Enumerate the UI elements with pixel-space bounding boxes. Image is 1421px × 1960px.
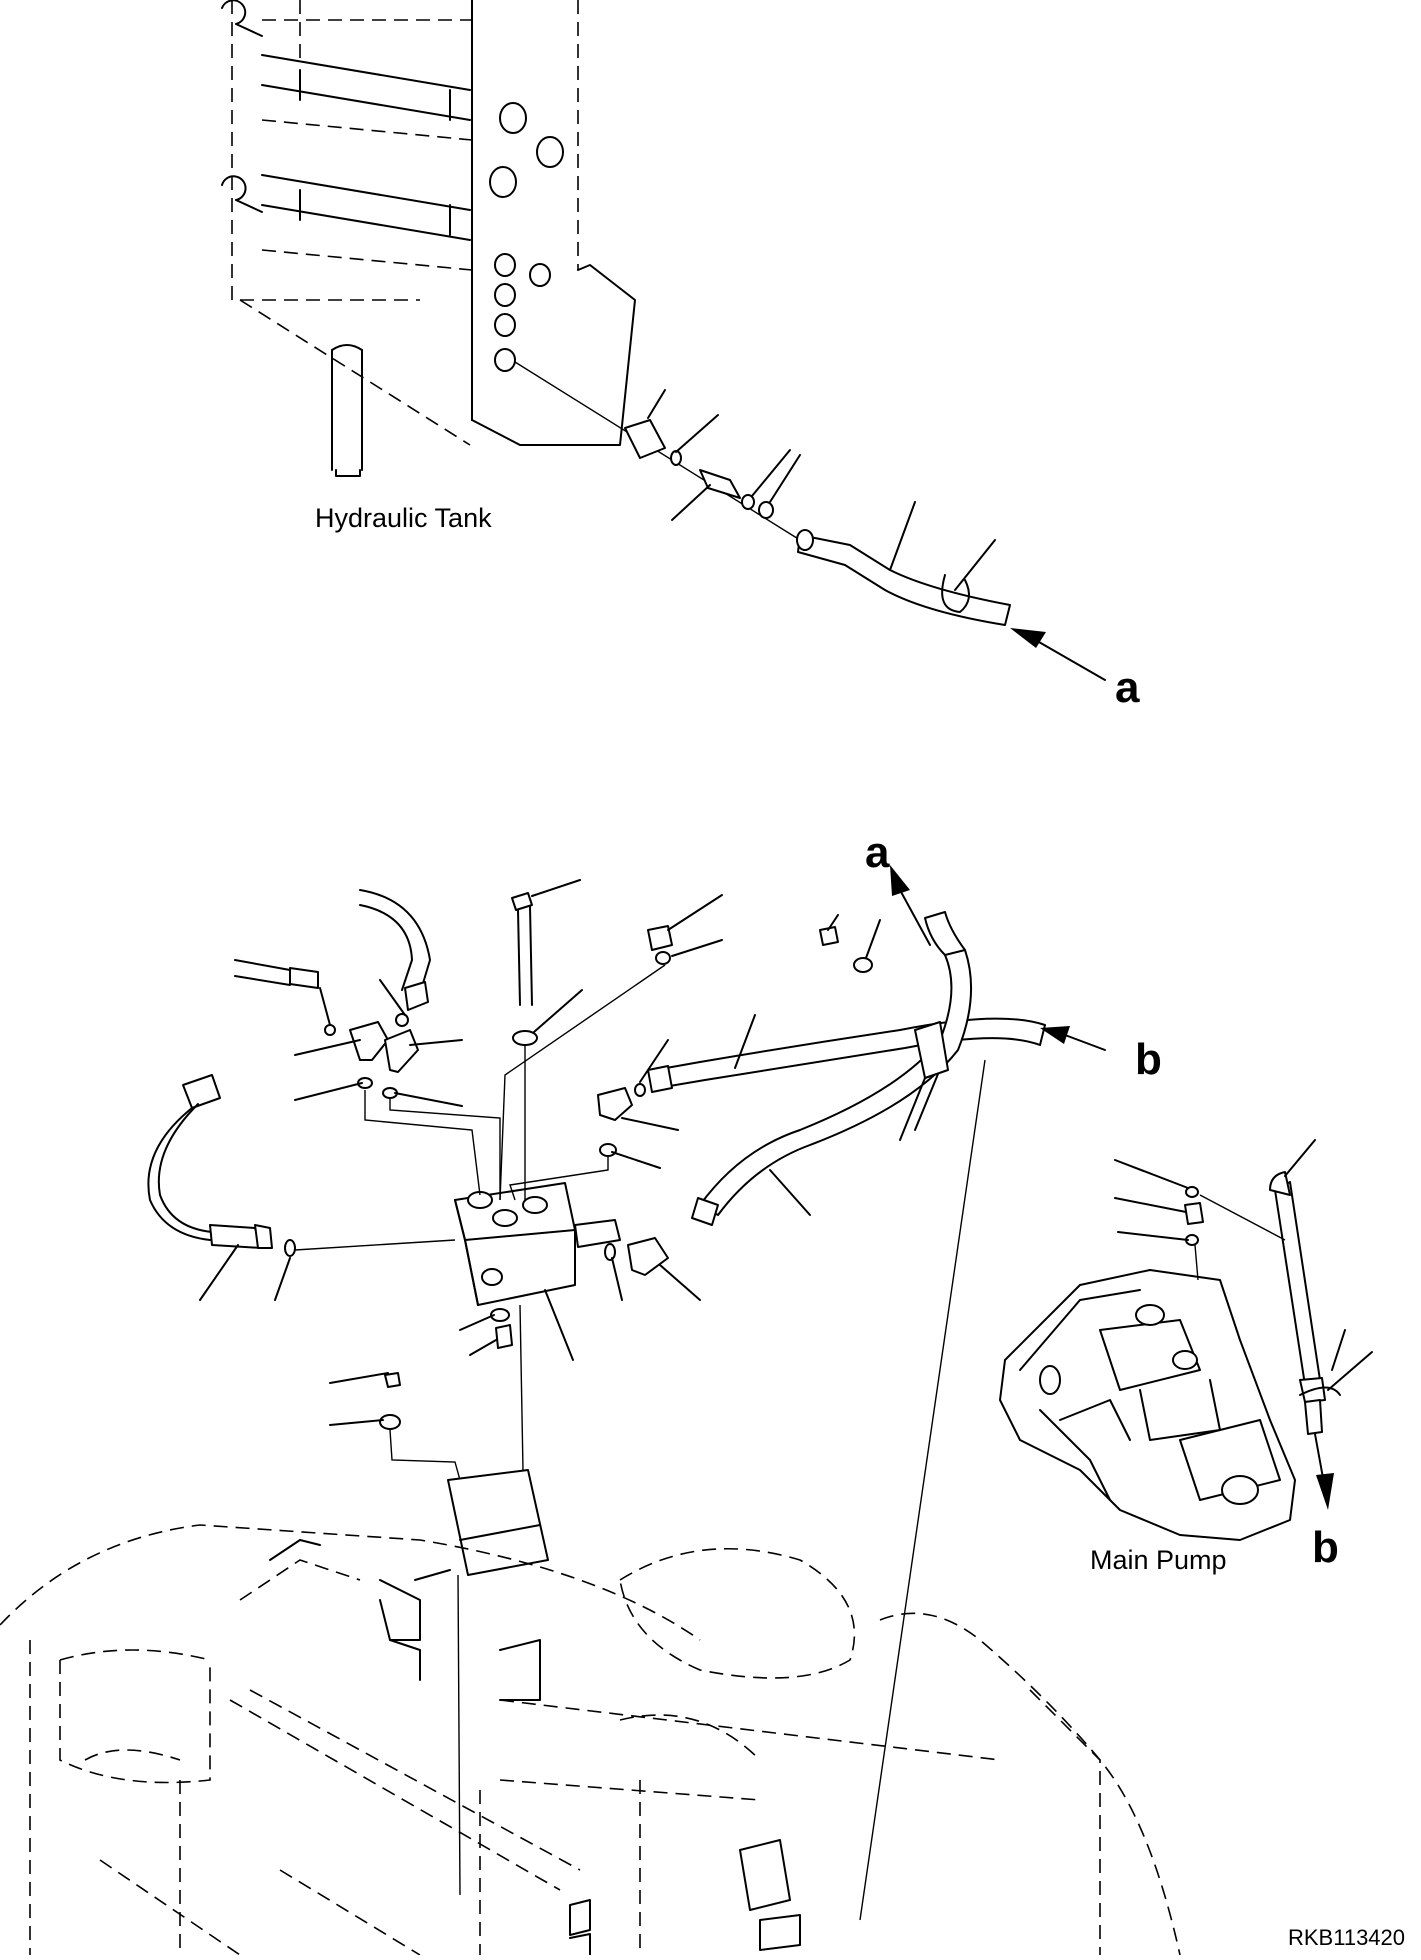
revolving-frame <box>0 1524 1181 1956</box>
reference-b-pump: b <box>1312 1523 1339 1572</box>
drawing-code: RKB113420 <box>1288 1925 1406 1950</box>
reference-a-upper: a <box>1115 663 1140 712</box>
reference-a-lower: a <box>865 828 890 877</box>
valve-block-assembly <box>147 879 723 1361</box>
tank-return-line-fittings <box>514 361 1106 681</box>
hydraulic-tank-label: Hydraulic Tank <box>315 503 492 533</box>
hoses-and-clamp <box>647 865 1106 1921</box>
hydraulic-tank <box>221 0 636 477</box>
tank-port-bosses <box>489 102 564 372</box>
main-pump-label: Main Pump <box>1090 1545 1227 1575</box>
main-pump <box>999 1139 1373 1541</box>
reference-b-mid: b <box>1135 1035 1162 1084</box>
mounting-bracket <box>329 1304 549 1896</box>
